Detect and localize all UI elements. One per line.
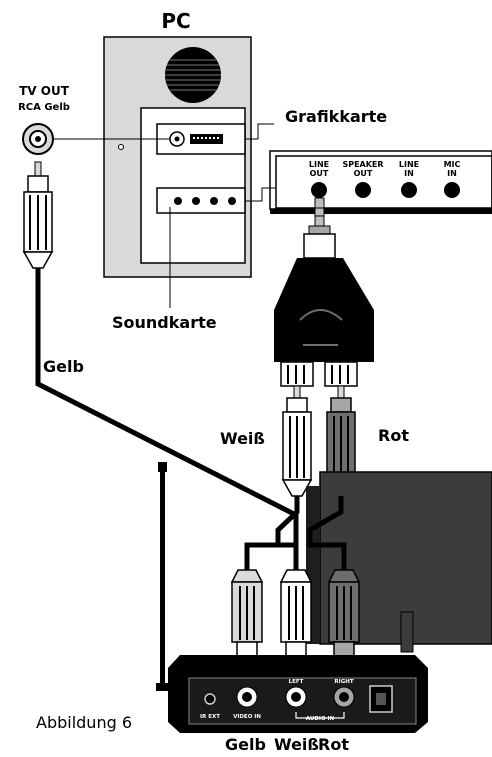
- tv-out-sublabel: RCA Gelb: [18, 102, 70, 113]
- port-speaker-out-label: SPEAKER: [342, 160, 383, 169]
- transmitter-box: [168, 655, 428, 733]
- yellow-rca-plug-icon: [22, 161, 54, 269]
- stereo-jack-plug-icon: [303, 197, 336, 259]
- port-line-in-sublabel: IN: [404, 169, 414, 178]
- sound-port-panel: [269, 150, 492, 214]
- antenna-icon: [156, 462, 170, 691]
- sound-card-label: Soundkarte: [112, 313, 217, 332]
- video-in-label: VIDEO IN: [233, 714, 261, 720]
- y-splitter-adapter-icon: [274, 258, 374, 387]
- white-rca-plug-transmitter-icon: [279, 569, 313, 657]
- yellow-rca-plug-transmitter-icon: [230, 569, 264, 657]
- white-rca-plug-icon: [281, 385, 313, 497]
- right-label: RIGHT: [334, 679, 353, 685]
- cable-red-label: Rot: [378, 426, 409, 445]
- audio-in-label: AUDIO IN: [306, 716, 335, 722]
- port-line-out-label: LINE: [309, 160, 329, 169]
- tv-out-label: TV OUT: [19, 84, 70, 98]
- pc-title: PC: [161, 9, 190, 33]
- port-speaker-out-sublabel: OUT: [354, 169, 373, 178]
- port-mic-in-label: MIC: [444, 160, 461, 169]
- tv-out-jack-icon: [22, 123, 54, 155]
- cable-white-label: Weiß: [220, 429, 265, 448]
- bottom-label-yellow: Gelb: [225, 735, 266, 754]
- port-line-out-sublabel: OUT: [310, 169, 329, 178]
- graphics-card-slot: [156, 123, 246, 155]
- port-mic-in-sublabel: IN: [447, 169, 457, 178]
- bottom-label-white: Weiß: [274, 735, 319, 754]
- red-rca-plug-transmitter-icon: [327, 569, 361, 657]
- bottom-label-red: Rot: [318, 735, 349, 754]
- pc-tower: [103, 36, 252, 278]
- sound-card-slot: [156, 187, 246, 214]
- left-label: LEFT: [289, 679, 304, 685]
- graphics-card-label: Grafikkarte: [285, 107, 387, 126]
- ir-ext-label: IR EXT: [200, 714, 220, 720]
- fan-grille-icon: [165, 47, 221, 103]
- port-line-in-label: LINE: [399, 160, 419, 169]
- figure-caption: Abbildung 6: [36, 713, 132, 732]
- cable-yellow-label: Gelb: [43, 357, 84, 376]
